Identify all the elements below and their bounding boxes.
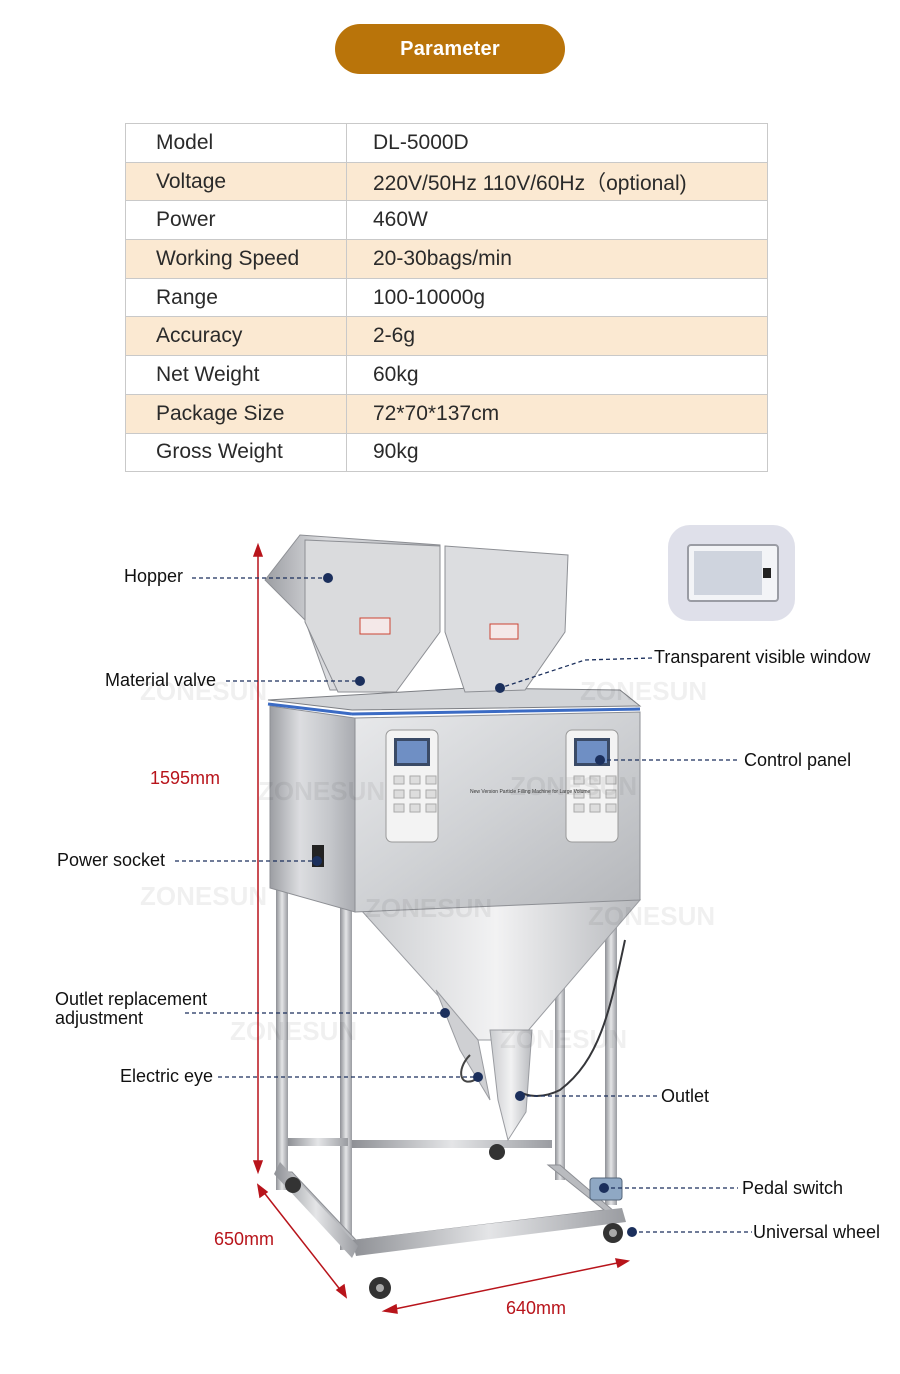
callout-dot <box>323 573 333 583</box>
dimension-depth: 650mm <box>214 1229 275 1249</box>
dimension-width: 640mm <box>506 1298 567 1318</box>
spec-value: 2-6g <box>346 316 768 357</box>
watermark: ZONESUN <box>588 901 715 931</box>
spec-key: Net Weight <box>125 355 347 395</box>
arrow-head <box>335 1283 348 1299</box>
callout-dot <box>495 683 505 693</box>
callout-dot <box>312 856 322 866</box>
control-panel-left <box>385 729 439 843</box>
top-lid <box>267 687 642 711</box>
spec-value: 90kg <box>346 432 768 473</box>
cable <box>519 939 626 1097</box>
parameter-title: Parameter <box>335 24 565 74</box>
crossbar <box>352 1140 552 1148</box>
arrow-head <box>614 1258 631 1269</box>
hopper-right <box>444 545 569 693</box>
spec-key: Power <box>125 200 347 241</box>
callout-dot <box>599 1183 609 1193</box>
wheel <box>603 1223 623 1243</box>
arrow-head <box>256 1183 269 1199</box>
spec-key: Range <box>125 277 347 318</box>
lid-seal <box>351 707 641 716</box>
callout-dot <box>355 676 365 686</box>
control-panel-right <box>565 729 619 843</box>
dimension-line-width <box>389 1261 623 1311</box>
leg <box>276 880 288 1190</box>
warning-label <box>359 617 391 635</box>
spec-value: 220V/50Hz 110V/60Hz（optional) <box>346 161 768 202</box>
hopper-left-front <box>304 539 441 693</box>
label-pedal-switch: Pedal switch <box>742 1178 844 1198</box>
label-material-valve: Material valve <box>105 670 217 690</box>
spec-key: Voltage <box>125 161 347 202</box>
watermark: ZONESUN <box>140 881 267 911</box>
arrow-head <box>252 1160 264 1175</box>
label-outlet: Outlet <box>661 1086 710 1106</box>
wheel <box>369 1277 391 1299</box>
watermark: ZONESUN <box>510 771 637 801</box>
label-power-socket: Power socket <box>57 850 166 870</box>
label-hopper: Hopper <box>124 566 184 586</box>
leg <box>605 905 617 1205</box>
callout-dot <box>473 1072 483 1082</box>
spec-value: 460W <box>346 200 768 241</box>
dimension-height: 1595mm <box>150 768 221 788</box>
window-inset <box>668 525 795 621</box>
label-electric-eye: Electric eye <box>120 1066 214 1086</box>
body-side <box>269 705 356 913</box>
wheel <box>489 1144 505 1160</box>
warning-label <box>489 623 519 640</box>
label-outlet-adjust-1: Outlet replacement <box>55 989 208 1009</box>
label-control-panel: Control panel <box>744 750 852 770</box>
callout-dot <box>440 1008 450 1018</box>
spec-key: Package Size <box>125 393 347 434</box>
watermark: ZONESUN <box>580 676 707 706</box>
dimension-line-depth <box>261 1189 343 1293</box>
callout-dot <box>515 1091 525 1101</box>
spec-value: DL-5000D <box>346 123 768 163</box>
electric-eye-cable <box>460 1054 479 1083</box>
spec-value: 100-10000g <box>346 277 768 318</box>
label-transparent-window: Transparent visible window <box>654 647 871 667</box>
spec-value: 60kg <box>346 355 768 395</box>
callout-dot <box>627 1227 637 1237</box>
spec-value: 20-30bags/min <box>346 239 768 279</box>
label-outlet-adjust-2: adjustment <box>55 1008 144 1028</box>
wheel <box>285 1177 301 1193</box>
watermark: ZONESUN <box>140 676 267 706</box>
arrow-head <box>252 542 264 557</box>
watermark: ZONESUN <box>230 1016 357 1046</box>
watermark: ZONESUN <box>500 1024 627 1054</box>
outlet-spout <box>489 1029 533 1142</box>
watermark: ZONESUN <box>258 776 385 806</box>
lid-seal <box>267 702 353 716</box>
label-universal-wheel: Universal wheel <box>753 1222 881 1242</box>
machine-plate: New Version Particle Filling Machine for… <box>470 789 591 795</box>
arrow-head <box>381 1303 398 1314</box>
base-frame <box>352 1208 626 1256</box>
watermark: ZONESUN <box>365 893 492 923</box>
callout-dot <box>595 755 605 765</box>
leg <box>555 880 565 1180</box>
spec-key: Accuracy <box>125 316 347 357</box>
crossbar <box>288 1138 348 1146</box>
spec-key: Gross Weight <box>125 432 347 473</box>
leader-window <box>499 657 653 689</box>
